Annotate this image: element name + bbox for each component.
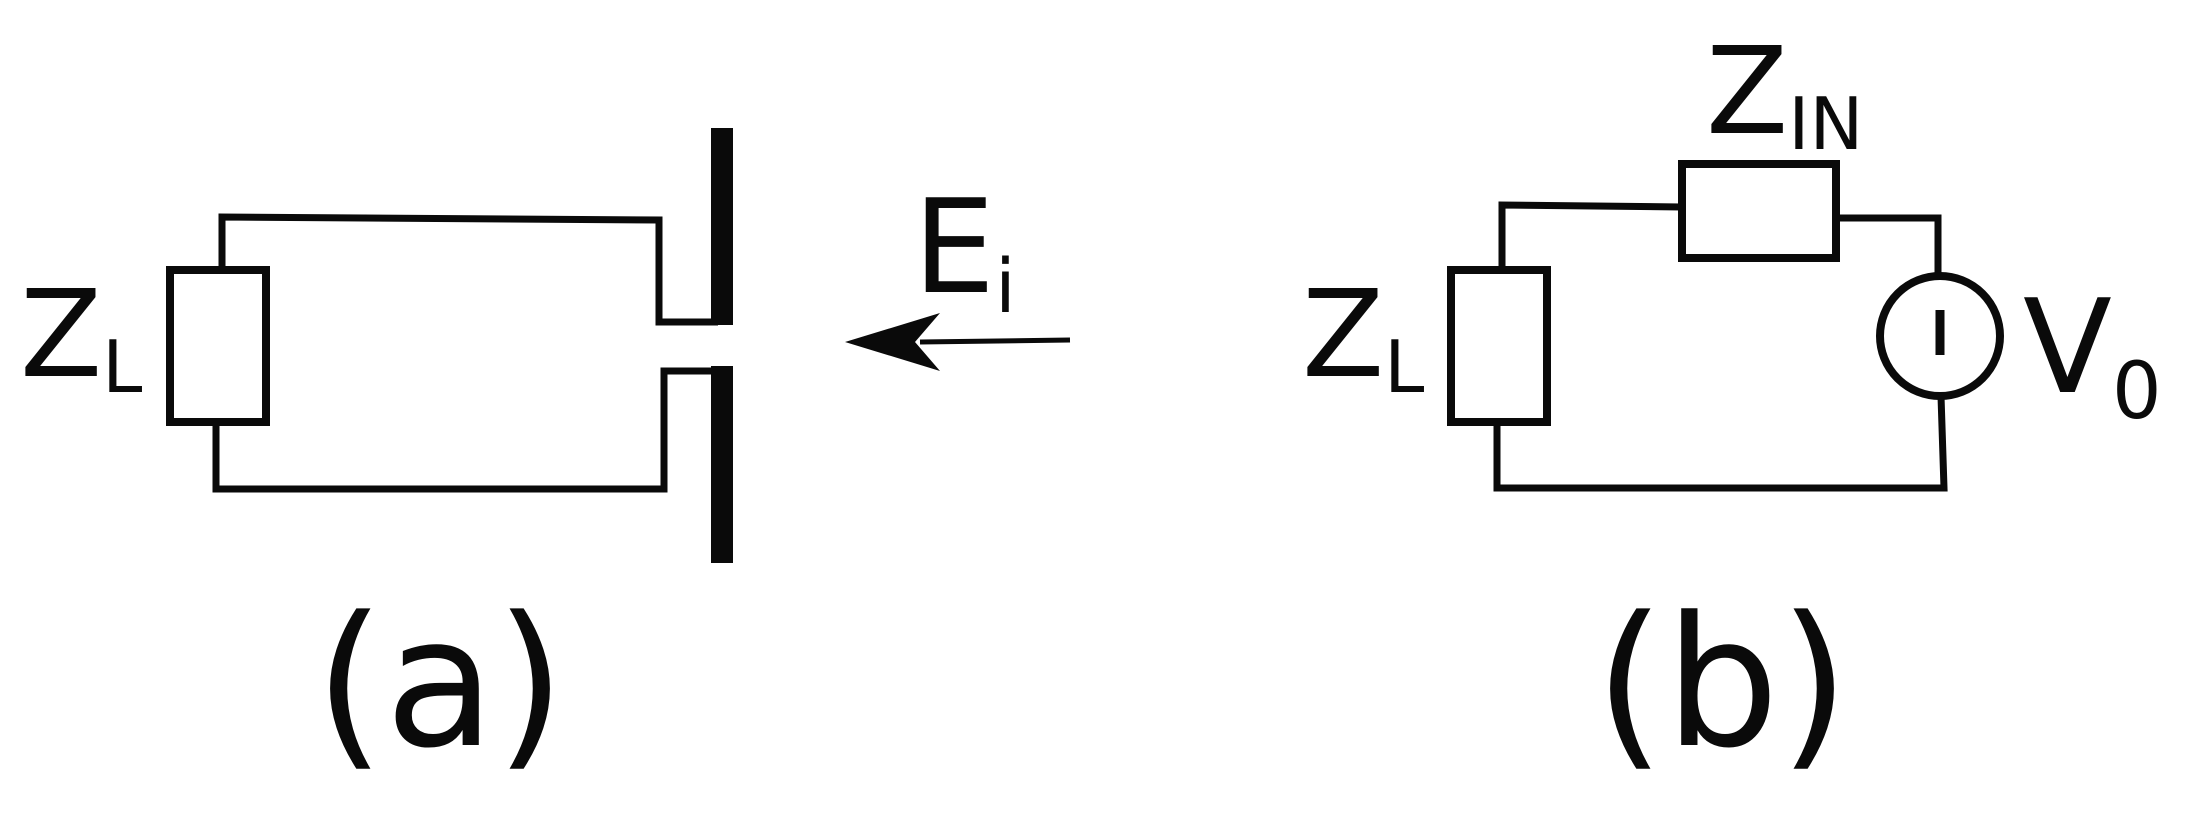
source-wire-top: [1836, 214, 1942, 276]
caption-b: (b): [1595, 579, 1850, 788]
panel-b: ZL ZIN V0 (b): [1302, 23, 2162, 788]
top-wire-b: [1498, 201, 1683, 270]
incident-field-label: Ei: [913, 171, 1016, 330]
incident-field-arrow: [845, 313, 1071, 371]
bottom-wire-a: [212, 367, 718, 493]
panel-a: ZL Ei (a): [20, 128, 1071, 788]
source-label: V0: [2023, 271, 2162, 437]
top-wire-a: [218, 213, 718, 326]
load-label-a: ZL: [20, 266, 142, 409]
load-resistor-b: [1447, 266, 1551, 426]
load-label-b: ZL: [1302, 266, 1424, 409]
caption-a: (a): [315, 579, 566, 788]
bottom-wire-b: [1493, 395, 1948, 492]
load-resistor-a: [166, 266, 270, 426]
input-impedance-label: ZIN: [1706, 23, 1863, 166]
input-impedance-resistor: [1678, 160, 1840, 262]
